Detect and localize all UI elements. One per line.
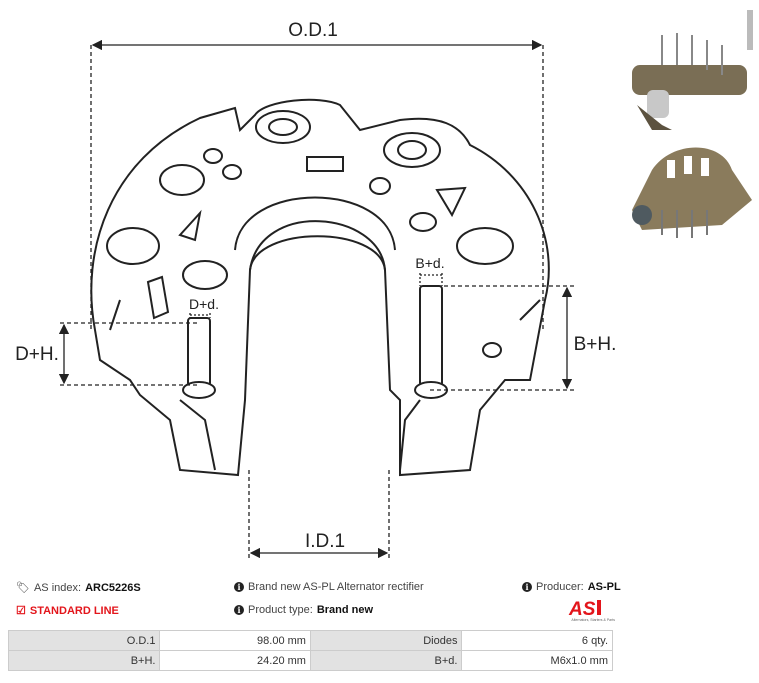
info-icon: i bbox=[234, 582, 244, 592]
od1-label: O.D.1 bbox=[288, 20, 338, 41]
rectifier-outline bbox=[90, 98, 550, 477]
as-index: 🏷 AS index: ARC5226S bbox=[16, 581, 141, 595]
technical-drawing: O.D.1 I.D.1 D+H. B+H. D+d. B+d. bbox=[15, 20, 617, 559]
table-row: B+H. 24.20 mm B+d. M6x1.0 mm bbox=[7, 650, 613, 671]
dh-label: D+H. bbox=[15, 344, 59, 365]
svg-text:AS: AS bbox=[568, 599, 596, 620]
dimension-lines bbox=[58, 39, 575, 559]
producer: i Producer: AS-PL bbox=[522, 581, 621, 593]
bd-label: B+d. bbox=[415, 255, 444, 271]
bh-label: B+H. bbox=[574, 334, 617, 355]
tags-icon: 🏷 bbox=[16, 582, 30, 594]
id1-label: I.D.1 bbox=[305, 531, 345, 552]
dd-label: D+d. bbox=[189, 296, 219, 312]
svg-text:Alternators, Starters & Parts: Alternators, Starters & Parts bbox=[571, 618, 615, 622]
product-photo-bottom[interactable] bbox=[622, 140, 757, 250]
table-row: O.D.1 98.00 mm Diodes 6 qty. bbox=[7, 630, 613, 651]
checkbox-icon: ☑ bbox=[16, 605, 26, 617]
product-photo-top[interactable] bbox=[622, 5, 757, 135]
as-index-value[interactable]: ARC5226S bbox=[85, 581, 141, 594]
as-pl-logo: AS Alternators, Starters & Parts bbox=[568, 599, 615, 622]
info-icon: i bbox=[522, 582, 532, 592]
product-description: i Brand new AS-PL Alternator rectifier bbox=[234, 581, 424, 593]
product-type: i Product type: Brand new bbox=[234, 604, 373, 616]
info-icon: i bbox=[234, 605, 244, 615]
standard-line-badge: ☑ STANDARD LINE bbox=[16, 604, 119, 618]
specs-table: O.D.1 98.00 mm Diodes 6 qty. B+H. 24.20 … bbox=[7, 630, 613, 671]
